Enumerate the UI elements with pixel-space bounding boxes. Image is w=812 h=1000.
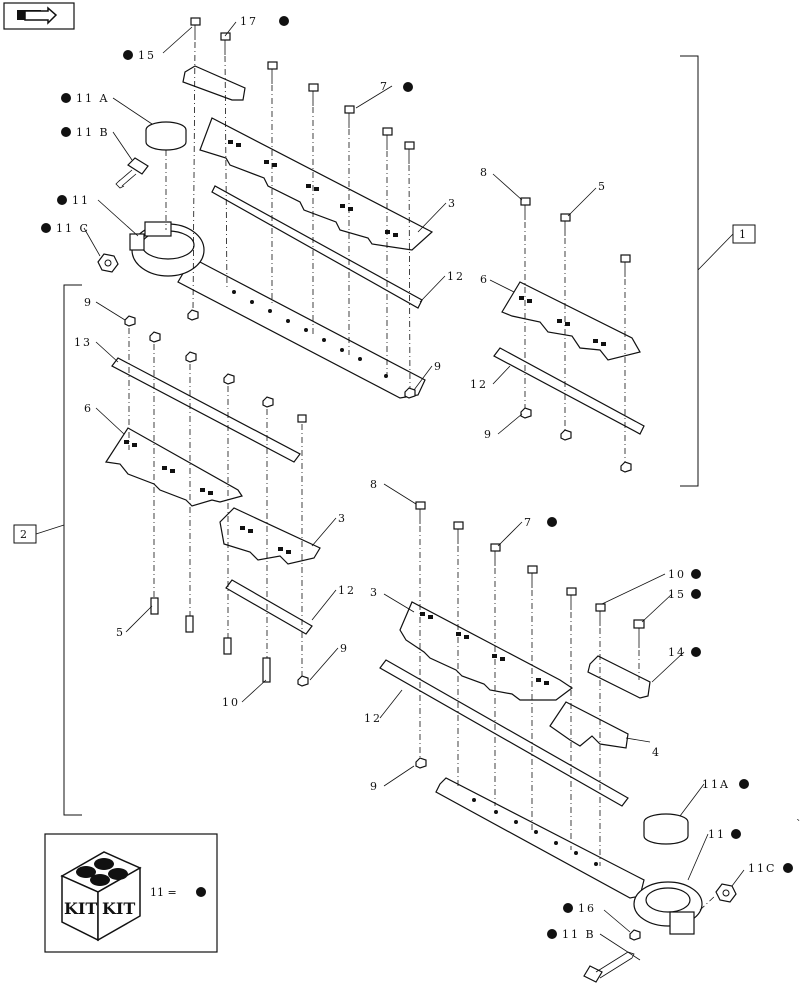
section-slots-bottom (420, 612, 549, 685)
bolt-11b-bottom (583, 951, 635, 983)
arm-bar-holes-top (232, 290, 388, 378)
bottom-assembly (379, 501, 737, 983)
nut-11c-top (97, 253, 119, 273)
callout: 15 (668, 588, 686, 601)
callout: 9 (370, 780, 379, 793)
callout: 11A (702, 778, 730, 791)
kit-2-box[interactable] (13, 524, 37, 544)
callout: 9 (340, 642, 349, 655)
callout: 11 B (76, 126, 110, 139)
callout: 13 (74, 336, 92, 349)
callout: 14 (668, 646, 686, 659)
bolts-bottom (415, 501, 645, 648)
callout: 10 (668, 568, 686, 581)
bracket-kit1 (680, 55, 699, 487)
callout: 6 (480, 273, 489, 286)
callout: 7 (524, 516, 533, 529)
callout: 9 (434, 360, 443, 373)
sickle-sections-kit1 (501, 281, 641, 361)
section-slots-kit2 (124, 440, 213, 495)
section-slots-3-left (240, 526, 291, 554)
sickle-sections-3-left (219, 507, 321, 565)
kit-1-box[interactable] (732, 224, 756, 244)
callout: 7 (380, 80, 389, 93)
sickle-sections-bottom (399, 601, 574, 701)
bolt-11b-top (115, 157, 149, 189)
callout: 12 (470, 378, 488, 391)
backing-strip-12-left (225, 579, 313, 635)
nuts-kit2-top (124, 315, 307, 423)
callout: 12 (338, 584, 356, 597)
backing-strip-kit1 (493, 347, 645, 435)
callout: 11 C (56, 222, 90, 235)
section-4 (549, 701, 629, 749)
section-slots-kit1 (519, 296, 606, 346)
callout: 8 (480, 166, 489, 179)
callout: 6 (84, 402, 93, 415)
kit-equation: 11 = (150, 886, 177, 899)
callout: 11 (72, 194, 90, 207)
callout: 3 (338, 512, 347, 525)
kit-2-label: 2 (20, 528, 29, 541)
callout: 11 (708, 828, 726, 841)
bolts-kit1 (520, 197, 631, 277)
callout: 5 (116, 626, 125, 639)
kit-2-assembly (13, 284, 321, 816)
callout: 5 (598, 180, 607, 193)
kit-1-label: 1 (739, 228, 748, 241)
callout: 8 (370, 478, 379, 491)
page-arrow-icon[interactable] (3, 2, 75, 30)
kit-label-left: KIT (64, 899, 97, 918)
top-assembly (97, 17, 434, 399)
nut-16 (629, 929, 641, 941)
kit-box-icon (60, 851, 142, 942)
bolts-kit2-bottom (150, 597, 309, 687)
link-plate-top (182, 65, 246, 101)
kit-1-assembly (493, 55, 756, 487)
callout: 9 (84, 296, 93, 309)
callout-labels: 15 17 7 11 A 11 B 11 11 C 3 12 9 8 5 6 1… (20, 15, 804, 941)
callout: 3 (370, 586, 379, 599)
footer-mark: ` (796, 818, 804, 831)
kit-legend: KIT KIT 11 = (44, 833, 218, 953)
section-slots-top (228, 140, 398, 237)
nut-11c-bottom (715, 883, 737, 903)
arm-bar-holes-bottom (472, 798, 598, 866)
sickle-sections-kit2 (104, 427, 243, 507)
callout: 12 (364, 712, 382, 725)
callout: 10 (222, 696, 240, 709)
link-plate-bottom (587, 655, 651, 699)
callout: 3 (448, 197, 457, 210)
callout: 9 (484, 428, 493, 441)
callout: 4 (652, 746, 661, 759)
bolts-top (190, 17, 415, 164)
callout: 11C (748, 862, 776, 875)
backing-strip-bottom (379, 659, 629, 807)
callout: 11 A (76, 92, 109, 105)
callout: 12 (447, 270, 465, 283)
callout: 16 (578, 902, 596, 915)
sickle-sections-top (199, 117, 434, 251)
leader-lines (83, 21, 745, 961)
bracket-kit2 (63, 284, 82, 816)
kit-label-right: KIT (102, 899, 135, 918)
callout: 11 B (562, 928, 596, 941)
callout: 15 (138, 49, 156, 62)
callout: 17 (240, 15, 258, 28)
